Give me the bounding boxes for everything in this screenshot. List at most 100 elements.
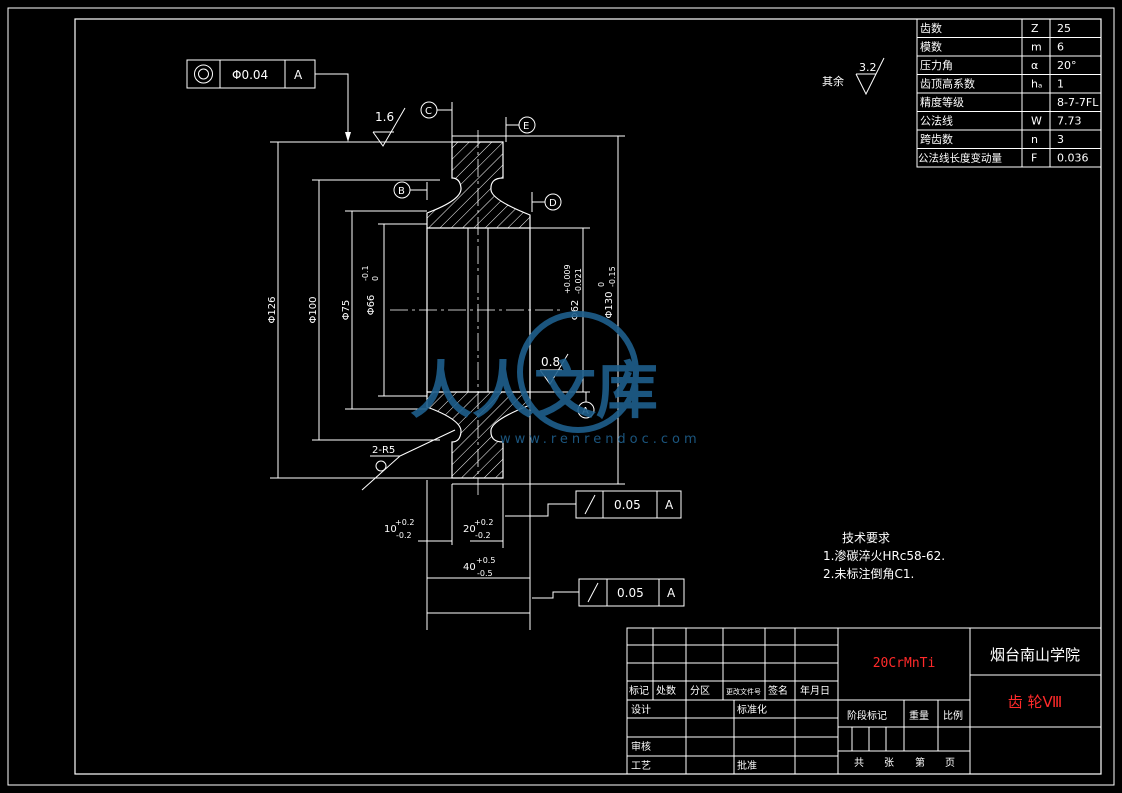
param-symbol: hₐ: [1031, 78, 1042, 91]
param-name: 跨齿数: [920, 133, 953, 146]
roughness-mark: 1.6: [375, 110, 394, 124]
fcf-bottom-datum: A: [667, 586, 676, 600]
tb-sheet2: 页: [945, 757, 955, 769]
dim-w10: 10 +0.2 -0.2: [384, 518, 414, 540]
param-name: 公法线长度变动量: [918, 152, 1002, 165]
dim-w40: 40 +0.5 -0.5: [463, 556, 495, 578]
watermark-text: 人人文库: [410, 354, 658, 427]
dim-d62-tol-up: +0.009: [563, 264, 572, 294]
dim-d130-tol-up: 0: [597, 282, 606, 287]
dim-d66-tol-lo: 0: [371, 276, 380, 281]
tb-sheets2: 张: [884, 757, 894, 769]
dim-w40-value: 40: [463, 562, 476, 573]
tech-req-item: 1.渗碳淬火HRc58-62.: [823, 548, 945, 563]
watermark: 人人文库 www.renrendoc.com: [410, 311, 697, 447]
dim-w10-value: 10: [384, 524, 397, 535]
dim-d66-value: Φ66: [366, 295, 377, 316]
roughness-default: 其余 3.2: [822, 57, 885, 96]
tb-label: 更改文件号: [726, 687, 761, 696]
tb-label: 分区: [690, 685, 710, 697]
param-value: 25: [1057, 22, 1071, 35]
param-name: 压力角: [920, 59, 953, 72]
tb-design: 设计: [631, 703, 651, 716]
fcf-bottom-tolerance: 0.05: [617, 586, 644, 600]
gear-section-view: [390, 130, 560, 495]
gear-parameter-table: [916, 18, 1102, 168]
tb-drawing-name: 齿 轮Ⅷ: [1008, 693, 1063, 711]
roughness-symbol-icon: [539, 353, 569, 385]
dim-d62: Φ62 +0.009 -0.021: [563, 264, 583, 320]
dim-w20-value: 20: [463, 524, 476, 535]
param-value: 8-7-7FL: [1057, 96, 1099, 109]
fcf-top-datum: A: [294, 68, 303, 82]
param-symbol: n: [1031, 133, 1038, 146]
tb-label: 签名: [768, 684, 788, 697]
param-value: 7.73: [1057, 115, 1082, 128]
technical-requirements: 技术要求 1.渗碳淬火HRc58-62. 2.未标注倒角C1.: [823, 531, 945, 581]
fcf-top: Φ0.04 A: [186, 59, 351, 142]
param-name: 齿数: [920, 22, 942, 35]
dim-w20-tol-lo: -0.2: [475, 531, 491, 540]
tb-check: 审核: [631, 740, 651, 753]
dim-w10-tol-lo: -0.2: [396, 531, 412, 540]
gear-parameter-rows: 齿数 Z 25 模数 m 6 压力角 α 20° 齿顶高系数 hₐ 1 精度等级…: [918, 22, 1099, 165]
dim-w20-tol-up: +0.2: [474, 518, 493, 527]
datum-markers: [393, 101, 595, 419]
dim-d75: Φ75: [341, 300, 352, 321]
runout-icon: [587, 582, 599, 603]
tb-material: 20CrMnTi: [873, 656, 936, 671]
tech-req-item: 2.未标注倒角C1.: [823, 566, 914, 581]
tb-weight: 重量: [909, 709, 929, 722]
param-symbol: m: [1031, 41, 1042, 54]
fillet-radius-note: 2-R5: [361, 429, 456, 491]
datum-label: E: [523, 121, 529, 132]
outer-border: [7, 7, 1115, 786]
tb-stage: 阶段标记: [847, 709, 887, 722]
width-dimensions: [418, 392, 531, 630]
datum-label: A: [582, 406, 589, 417]
roughness-mark: 0.8: [541, 355, 560, 369]
dim-r5: 2-R5: [372, 445, 395, 456]
param-value: 3: [1057, 133, 1064, 146]
param-name: 模数: [920, 41, 942, 54]
dim-d130-value: Φ130: [604, 292, 615, 319]
title-block: [626, 627, 1102, 775]
roughness-1-6: 1.6: [372, 107, 406, 147]
param-value: 20°: [1057, 59, 1077, 72]
dim-d66: Φ66 -0.1 0: [361, 265, 380, 315]
roughness-0-8: 0.8: [539, 353, 569, 385]
param-symbol: Z: [1031, 22, 1039, 35]
tb-process: 工艺: [631, 760, 651, 772]
fcf-top-tolerance: Φ0.04: [232, 68, 268, 82]
param-symbol: W: [1031, 115, 1042, 128]
fcf-mid-datum: A: [665, 498, 674, 512]
dim-d62-value: Φ62: [570, 300, 581, 321]
fcf-mid-tolerance: 0.05: [614, 498, 641, 512]
param-name: 公法线: [920, 114, 953, 128]
inner-frame: [74, 18, 1102, 775]
fcf-mid: 0.05 A: [505, 490, 682, 519]
dim-w40-tol-up: +0.5: [476, 556, 495, 565]
diameter-dimensions-left: [270, 141, 452, 479]
roughness-symbol-icon: [855, 57, 885, 96]
roughness-symbol-icon: [372, 107, 406, 147]
dim-d126: Φ126: [267, 297, 278, 324]
tb-label: 年月日: [800, 684, 830, 697]
tb-approve: 批准: [737, 759, 757, 772]
fcf-bottom: 0.05 A: [532, 578, 685, 607]
dim-d130-tol-lo: -0.15: [608, 266, 617, 287]
param-value: 0.036: [1057, 152, 1089, 165]
title-block-text: 标记 处数 分区 更改文件号 签名 年月日 设计 标准化 审核 工艺 批准 阶段…: [629, 646, 1080, 772]
param-value: 1: [1057, 78, 1064, 91]
runout-icon: [584, 494, 596, 515]
dim-w40-tol-lo: -0.5: [477, 569, 493, 578]
param-value: 6: [1057, 41, 1064, 54]
dim-w10-tol-up: +0.2: [395, 518, 414, 527]
param-symbol: α: [1031, 59, 1038, 72]
tb-label: 处数: [656, 684, 676, 697]
dim-d130: Φ130 0 -0.15: [597, 266, 617, 318]
tb-sheets: 共: [854, 757, 864, 769]
tb-sheet: 第: [915, 756, 925, 769]
param-symbol: F: [1031, 152, 1037, 165]
dim-d66-tol-up: -0.1: [361, 265, 370, 281]
